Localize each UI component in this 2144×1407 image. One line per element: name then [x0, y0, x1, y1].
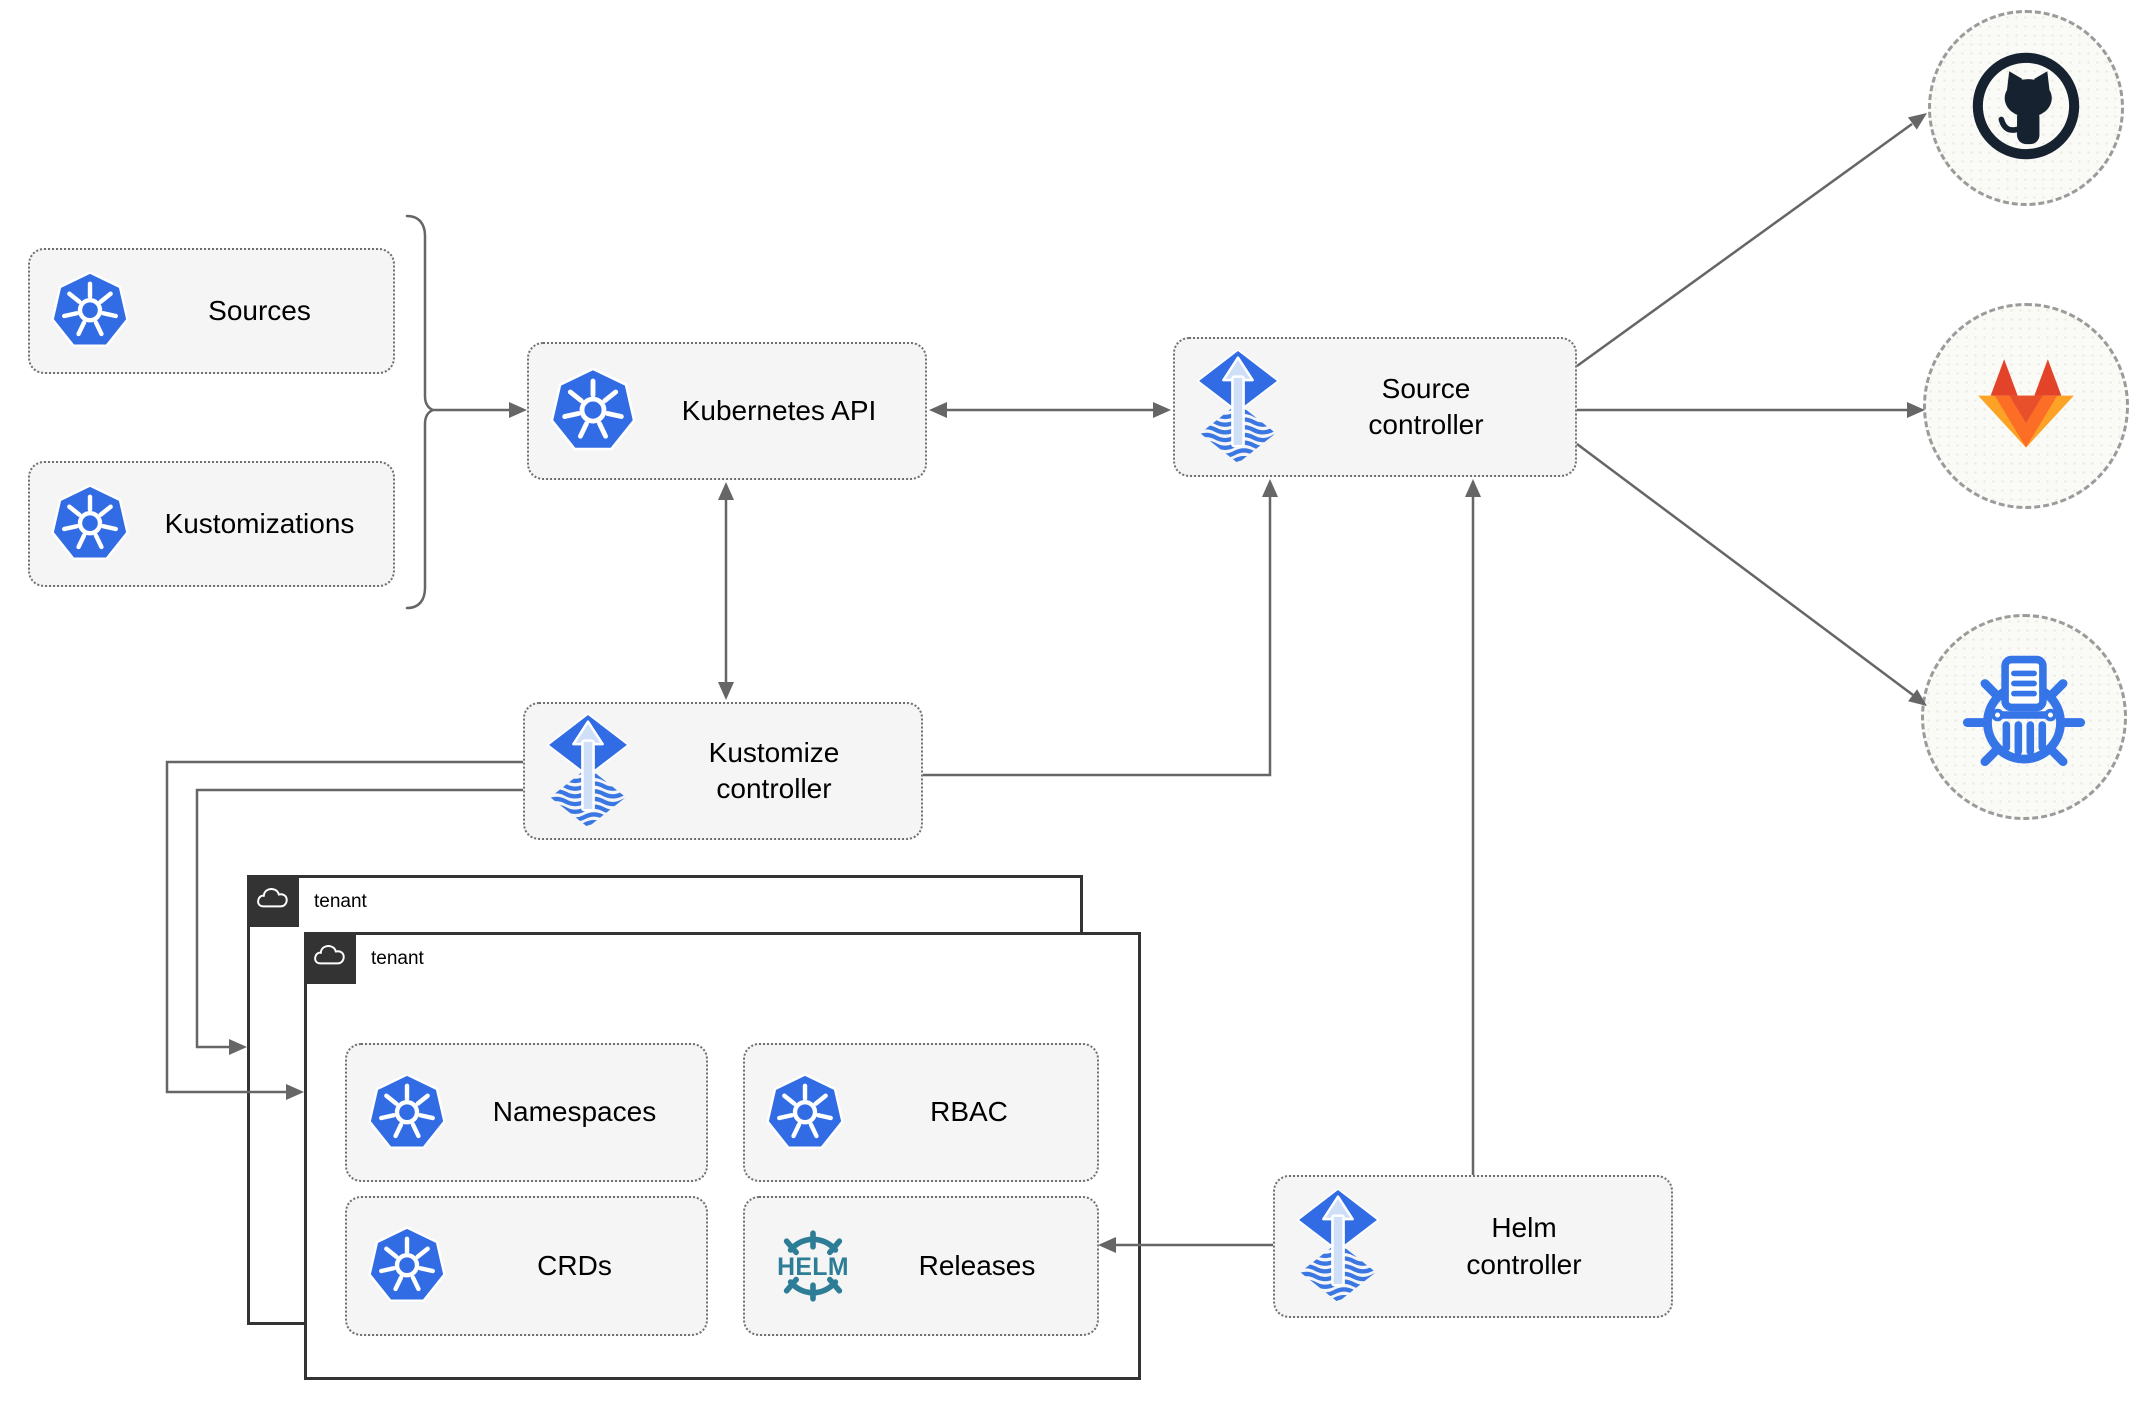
- tenant-group-inner: tenant Namespaces RBAC CRDs: [304, 932, 1141, 1380]
- kubernetes-icon: [367, 1226, 447, 1306]
- sources-label: Sources: [208, 294, 311, 326]
- namespaces-label: Namespaces: [492, 1096, 657, 1128]
- github-icon: [1970, 50, 2082, 167]
- tenant-tab: [247, 875, 299, 927]
- kubernetes-icon: [50, 271, 130, 351]
- tenant-label: tenant: [371, 948, 424, 969]
- sources-node: Sources: [28, 248, 395, 374]
- github-endpoint: [1928, 10, 2124, 206]
- gitlab-endpoint: [1923, 303, 2129, 509]
- source-controller-label: Source controller: [1368, 372, 1484, 440]
- rbac-label: RBAC: [930, 1096, 1008, 1128]
- kubernetes-icon: [765, 1073, 845, 1153]
- chartmuseum-icon: [1954, 652, 2094, 783]
- brace-sources-group: [405, 214, 437, 610]
- crds-label: CRDs: [537, 1249, 612, 1281]
- releases-label: Releases: [918, 1249, 1036, 1281]
- flux-icon: [545, 714, 631, 829]
- kubernetes-api-label: Kubernetes API: [681, 394, 877, 426]
- source-controller-node: Source controller: [1173, 337, 1577, 477]
- cloud-icon: [313, 942, 347, 974]
- gitlab-icon: [1974, 356, 2078, 457]
- edge-api-source-controller: [929, 402, 1171, 418]
- helm-controller-node: Helm controller: [1273, 1175, 1673, 1318]
- chartmuseum-endpoint: [1921, 614, 2127, 820]
- flux-icon: [1195, 350, 1281, 465]
- tenant-label: tenant: [314, 891, 367, 912]
- edge-helm-to-source: [1465, 479, 1481, 1175]
- kustomizations-label: Kustomizations: [164, 507, 355, 539]
- namespaces-node: Namespaces: [345, 1043, 708, 1182]
- rbac-node: RBAC: [743, 1043, 1099, 1182]
- releases-node: HELM Releases: [743, 1196, 1099, 1336]
- kustomize-controller-label: Kustomize controller: [708, 736, 840, 804]
- kubernetes-icon: [549, 367, 637, 455]
- edge-kustomize-to-source: [923, 479, 1278, 777]
- edge-source-to-github: [1576, 113, 1927, 368]
- kustomizations-node: Kustomizations: [28, 461, 395, 587]
- helm-logo-text: HELM: [777, 1254, 849, 1281]
- cloud-icon: [256, 885, 290, 917]
- edge-api-kustomize-controller: [718, 482, 734, 700]
- flux-icon: [1295, 1189, 1381, 1304]
- edge-resources-to-api: [433, 402, 527, 418]
- edge-source-to-gitlab: [1577, 402, 1925, 418]
- kubernetes-api-node: Kubernetes API: [527, 342, 927, 480]
- kustomize-controller-node: Kustomize controller: [523, 702, 923, 840]
- crds-node: CRDs: [345, 1196, 708, 1336]
- kubernetes-icon: [50, 484, 130, 564]
- edge-source-to-chartmuseum: [1576, 442, 1927, 706]
- tenant-tab: [304, 932, 356, 984]
- kubernetes-icon: [367, 1073, 447, 1153]
- helm-logo: HELM: [765, 1225, 861, 1307]
- helm-controller-label: Helm controller: [1466, 1212, 1582, 1280]
